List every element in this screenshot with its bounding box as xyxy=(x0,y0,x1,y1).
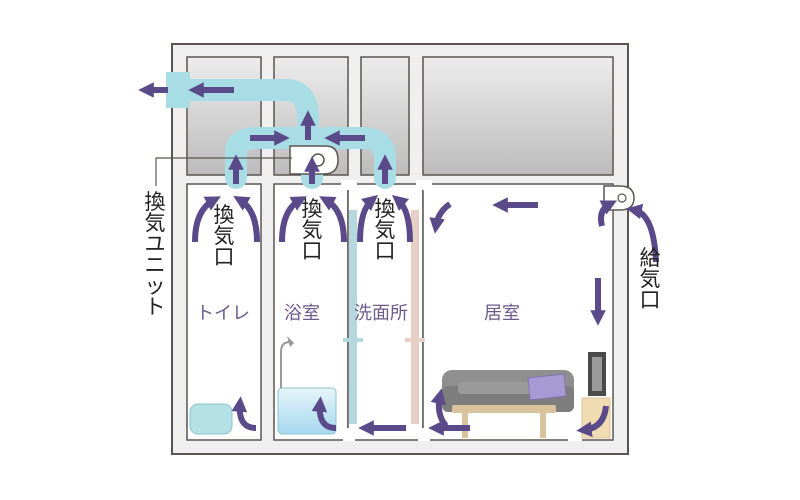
arrow-living-floor-curve xyxy=(576,405,609,437)
washroom-partition-left xyxy=(349,210,357,424)
exhaust-port-label-bathroom-char-2: 口 xyxy=(301,239,323,263)
exhaust-port-label-washroom-char-2: 口 xyxy=(374,239,396,263)
arrow-living-floor-up-curve xyxy=(430,388,449,428)
upper-window-1 xyxy=(186,56,262,176)
room-label-toilet: トイレ xyxy=(196,303,250,324)
ventilation-unit-label-char-2: ユ xyxy=(144,232,166,256)
ventilation-unit-label-char-0: 換 xyxy=(144,190,166,214)
ventilation-unit-label: 換気ユニット xyxy=(141,192,169,318)
ceiling-gap-1 xyxy=(341,180,357,190)
arrow-bath-left-curve xyxy=(279,196,307,243)
airflow-arrows xyxy=(138,82,659,437)
door-gap-1 xyxy=(343,428,355,441)
supply-port-label: 給気口 xyxy=(636,248,664,311)
arrow-toilet-right-curve xyxy=(233,196,260,243)
arrow-bath-right-curve xyxy=(319,196,347,243)
exhaust-port-label-toilet-char-1: 気 xyxy=(213,224,235,248)
ventilation-unit-label-char-5: ト xyxy=(144,295,166,319)
shower-icon xyxy=(280,336,294,388)
exhaust-port-label-toilet-char-0: 換 xyxy=(213,203,235,227)
exhaust-port-label-toilet: 換気口 xyxy=(209,205,239,268)
room-label-bathroom: 浴室 xyxy=(284,303,320,324)
washroom-partition-right xyxy=(411,210,419,424)
exhaust-port-label-washroom: 換気口 xyxy=(370,199,400,262)
supply-port-label-char-0: 給 xyxy=(639,246,661,270)
arrow-living-top-left-curve xyxy=(429,201,452,234)
arrow-supply-return-curve xyxy=(626,203,659,263)
toilet-icon xyxy=(189,403,233,435)
arrow-bath-floor-curve xyxy=(311,396,337,431)
ceiling-gap-2 xyxy=(416,180,432,190)
supply-port-label-char-2: 口 xyxy=(639,288,661,312)
room-label-living: 居室 xyxy=(484,303,520,324)
arrow-toilet-left-curve xyxy=(192,196,221,243)
exhaust-duct-icon xyxy=(166,72,190,108)
upper-window-4 xyxy=(422,56,614,176)
exhaust-port-label-toilet-char-2: 口 xyxy=(213,245,235,269)
exhaust-port-label-washroom-char-0: 換 xyxy=(374,197,396,221)
door-gap-3 xyxy=(568,428,582,441)
door-gap-2 xyxy=(418,428,430,441)
exhaust-port-label-bathroom-char-1: 気 xyxy=(301,218,323,242)
arrow-wash-right-curve xyxy=(392,195,413,243)
cushion-icon xyxy=(527,373,567,401)
exhaust-port-label-washroom-char-1: 気 xyxy=(374,218,396,242)
arrow-toilet-floor-curve xyxy=(231,396,257,431)
supply-port-label-char-1: 気 xyxy=(639,267,661,291)
ventilation-unit-label-char-4: ッ xyxy=(144,274,166,298)
ventilation-unit-label-char-3: ニ xyxy=(144,253,166,277)
unit-leader-line xyxy=(155,157,292,186)
exhaust-port-label-bathroom-char-0: 換 xyxy=(301,197,323,221)
arrow-wash-left-curve xyxy=(357,195,378,243)
exhaust-port-label-bathroom: 換気口 xyxy=(297,199,327,262)
ventilation-unit-label-char-1: 気 xyxy=(144,211,166,235)
arrow-supply-in-curve xyxy=(598,200,617,227)
room-label-washroom: 洗面所 xyxy=(354,303,408,324)
